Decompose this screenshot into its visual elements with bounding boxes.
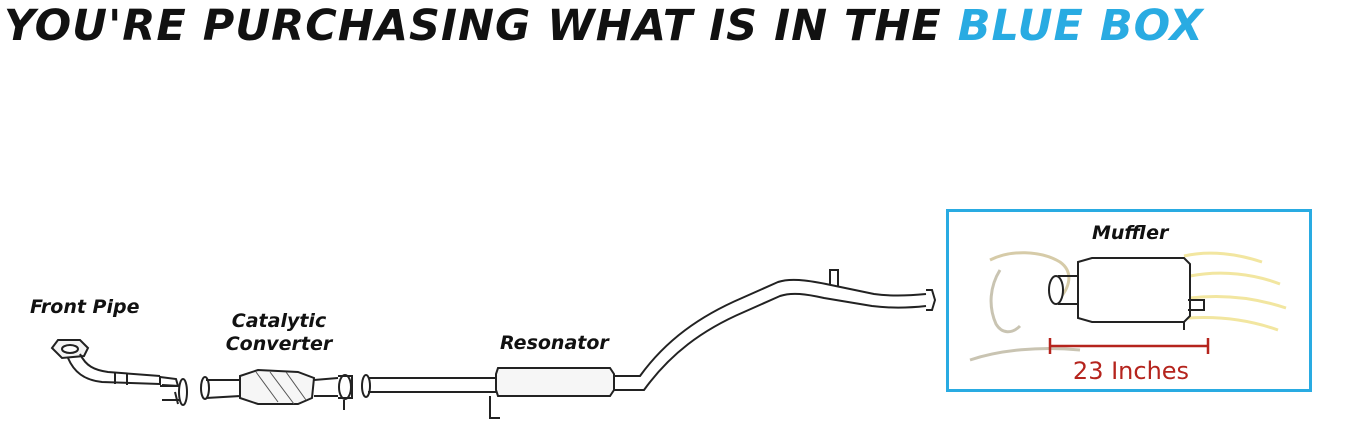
resonator-part <box>361 269 937 419</box>
blue-box-highlight <box>946 209 1312 392</box>
label-front-pipe: Front Pipe <box>30 296 140 318</box>
measurement-label: 23 Inches <box>1072 357 1190 385</box>
headline: YOU'RE PURCHASING WHAT IS IN THE BLUE BO… <box>4 2 1354 50</box>
headline-main: YOU'RE PURCHASING WHAT IS IN THE <box>4 1 942 51</box>
horse-logo-watermark <box>969 251 1287 362</box>
headline-highlight: BLUE BOX <box>957 1 1204 51</box>
label-muffler: Muffler <box>1092 222 1169 244</box>
catalytic-converter-part <box>200 368 353 410</box>
muffler-part <box>1048 257 1205 330</box>
label-catalytic-converter: Catalytic Converter <box>212 310 346 356</box>
label-catalytic-line1: Catalytic <box>231 310 327 332</box>
measurement-bar <box>1048 338 1210 354</box>
front-pipe-part <box>50 339 188 406</box>
label-resonator: Resonator <box>500 332 609 354</box>
label-catalytic-line2: Converter <box>225 333 333 355</box>
